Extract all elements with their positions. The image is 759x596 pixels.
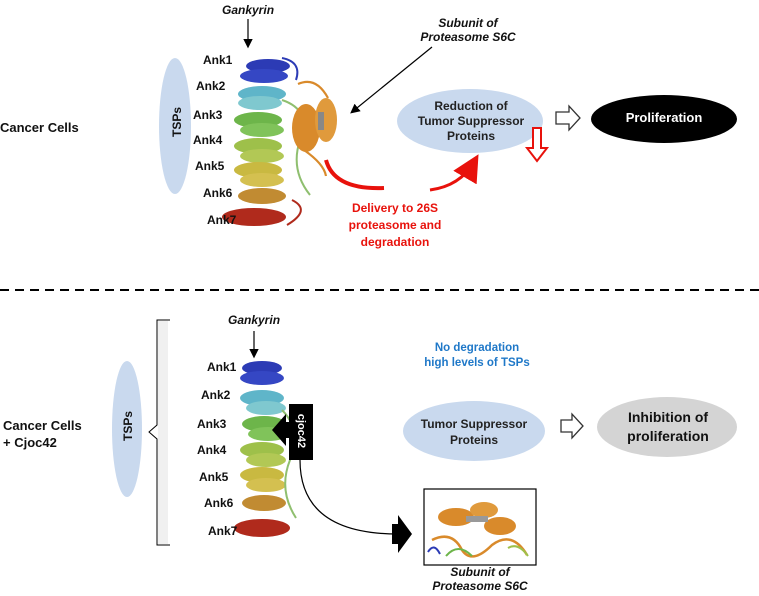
subunit-top-line2: Proteasome S6C bbox=[420, 30, 516, 44]
s6c-inset-box bbox=[423, 488, 537, 566]
proliferation-ellipse bbox=[591, 95, 737, 143]
gankyrin-label-top: Gankyrin bbox=[222, 3, 275, 17]
tsps-label-bottom: TSPs bbox=[121, 410, 135, 441]
ank2-label-bottom: Ank2 bbox=[201, 388, 231, 402]
cjoc42-to-inset-line bbox=[299, 459, 399, 535]
cjoc42-label: cjoc42 bbox=[295, 413, 307, 449]
cancer-cells-label-bottom: Cancer Cells + Cjoc42 bbox=[3, 417, 82, 451]
inset-arrow-head bbox=[392, 515, 412, 553]
delivery-line3: degradation bbox=[360, 235, 430, 249]
delivery-line1: Delivery to 26S bbox=[351, 201, 439, 215]
proliferation-label: Proliferation bbox=[625, 110, 703, 125]
inhibition-ellipse bbox=[597, 397, 737, 457]
ank7-label-bottom: Ank7 bbox=[208, 524, 238, 538]
tsps-ellipse-bottom bbox=[112, 361, 142, 497]
cancer-cells-bottom-line2: + Cjoc42 bbox=[3, 435, 57, 450]
tsps-bracket bbox=[148, 319, 170, 546]
hollow-arrow-top bbox=[555, 104, 581, 132]
ank4-label-bottom: Ank4 bbox=[197, 443, 227, 457]
ank5-label-bottom: Ank5 bbox=[199, 470, 229, 484]
cancer-cells-label-top: Cancer Cells bbox=[0, 120, 79, 135]
reduction-line1: Reduction of bbox=[434, 99, 508, 113]
ank4-label-top: Ank4 bbox=[193, 133, 223, 147]
inhibition-line2: proliferation bbox=[627, 428, 709, 444]
ank1-label-top: Ank1 bbox=[203, 53, 233, 67]
subunit-bottom-line2: Proteasome S6C bbox=[432, 579, 528, 593]
ank5-label-top: Ank5 bbox=[195, 159, 225, 173]
ank3-label-top: Ank3 bbox=[193, 108, 223, 122]
subunit-arrow-top bbox=[350, 46, 433, 114]
subunit-label-top: Subunit of Proteasome S6C bbox=[398, 16, 538, 44]
ank7-label-top: Ank7 bbox=[207, 213, 237, 227]
inhibition-label: Inhibition of proliferation bbox=[604, 408, 732, 446]
ank3-label-bottom: Ank3 bbox=[197, 417, 227, 431]
delivery-label: Delivery to 26S proteasome and degradati… bbox=[335, 200, 455, 251]
reduction-ellipse bbox=[397, 89, 543, 153]
s6c-helix-top bbox=[292, 80, 337, 177]
cjoc42-box bbox=[289, 404, 313, 460]
no-deg-line1: No degradation bbox=[434, 342, 520, 354]
ank6-label-top: Ank6 bbox=[203, 186, 233, 200]
delivery-line2: proteasome and bbox=[348, 218, 442, 232]
subunit-label-bottom: Subunit of Proteasome S6C bbox=[412, 565, 548, 593]
tsp-label-bottom: Tumor Suppressor Proteins bbox=[408, 416, 540, 448]
reduction-label: Reduction of Tumor Suppressor Proteins bbox=[404, 99, 538, 144]
red-down-arrow bbox=[524, 127, 550, 163]
gankyrin-label-bottom: Gankyrin bbox=[228, 313, 281, 327]
tsps-label-top: TSPs bbox=[170, 106, 184, 137]
tsp-line1: Tumor Suppressor bbox=[420, 417, 528, 431]
subunit-top-line1: Subunit of bbox=[438, 16, 498, 30]
no-degradation-label: No degradation high levels of TSPs bbox=[405, 341, 549, 371]
gankyrin-structure-bottom bbox=[234, 361, 297, 537]
ank2-label-top: Ank2 bbox=[196, 79, 226, 93]
subunit-bottom-line1: Subunit of bbox=[450, 565, 510, 579]
s6c-inset-structure bbox=[427, 502, 529, 558]
tsp-line2: Proteins bbox=[449, 433, 498, 447]
red-curve-left bbox=[324, 159, 385, 191]
red-curve-right bbox=[429, 154, 479, 192]
tsps-ellipse-top bbox=[159, 58, 191, 194]
tsp-ellipse-bottom bbox=[403, 401, 545, 461]
ank6-label-bottom: Ank6 bbox=[204, 496, 234, 510]
ank1-label-bottom: Ank1 bbox=[207, 360, 237, 374]
reduction-line3: Proteins bbox=[446, 129, 495, 143]
no-deg-line2: high levels of TSPs bbox=[424, 357, 530, 369]
hollow-arrow-bottom bbox=[560, 412, 584, 440]
reduction-line2: Tumor Suppressor bbox=[417, 114, 525, 128]
gankyrin-structure-top bbox=[222, 57, 311, 226]
inhibition-line1: Inhibition of bbox=[627, 409, 709, 425]
cancer-cells-bottom-line1: Cancer Cells bbox=[3, 418, 82, 433]
